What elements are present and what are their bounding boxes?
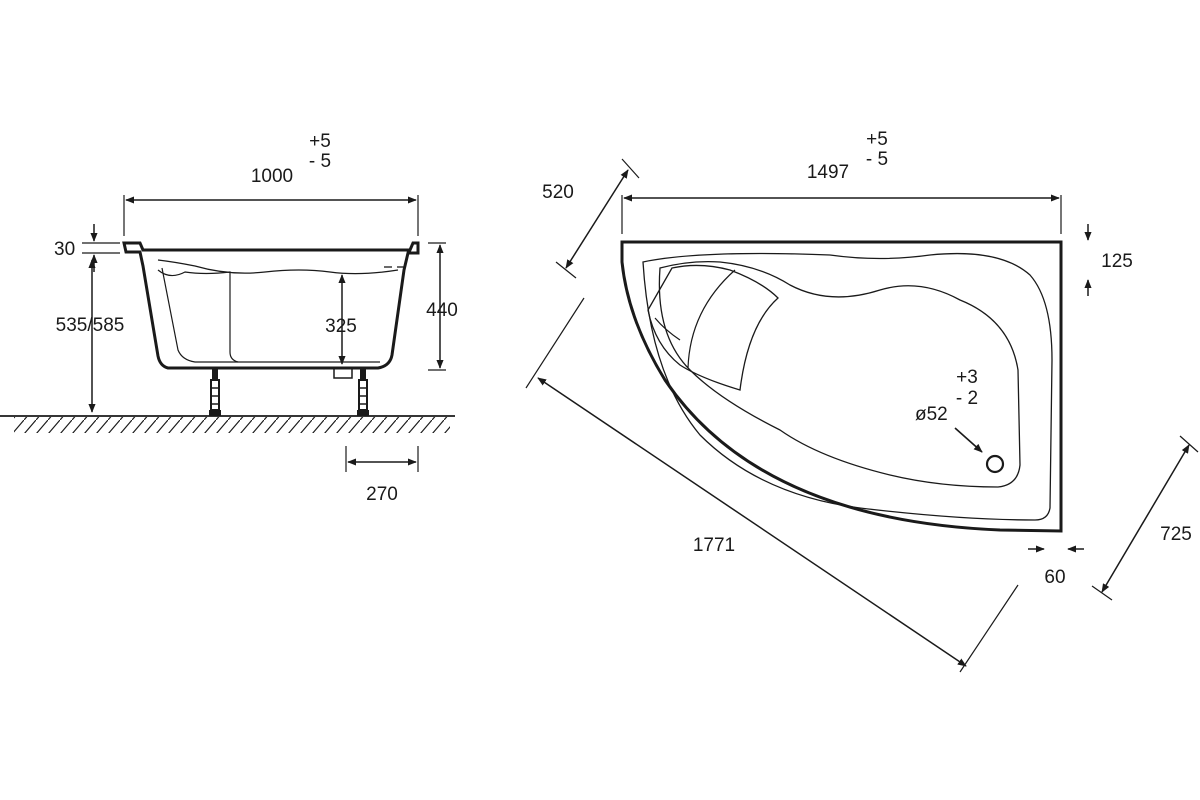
dimension-rim-125: 125: [1084, 224, 1133, 296]
short-side-520-label: 520: [542, 182, 574, 203]
plan-view: ø52 +3 - 2 1497 +5 - 5 520 125: [525, 129, 1199, 673]
diagonal-1771-label: 1771: [693, 535, 735, 556]
depth-325-label: 325: [325, 316, 357, 337]
adjustable-legs: [209, 368, 369, 416]
width-1000-tol-plus: +5: [309, 131, 331, 152]
width-1000-tol-minus: - 5: [309, 151, 331, 172]
dimension-width-1497: 1497 +5 - 5: [621, 129, 1062, 234]
rim-30-label: 30: [54, 239, 75, 260]
side-725-label: 725: [1160, 524, 1192, 545]
width-1000-label: 1000: [251, 166, 293, 187]
dimension-gap-60: 60: [1028, 545, 1084, 588]
rim-125-label: 125: [1101, 251, 1133, 272]
drain-tol-minus: - 2: [956, 388, 978, 409]
floor-hatch: [0, 415, 455, 433]
width-1497-tol-minus: - 5: [866, 149, 888, 170]
tub-backrest: [647, 264, 779, 391]
tub-inner-rim: [642, 252, 1053, 521]
drain-hole: [985, 454, 1005, 474]
leg-270-label: 270: [366, 484, 398, 505]
tub-outer-rim: [620, 240, 1063, 533]
dimension-height-535-585: 535/585: [56, 259, 125, 413]
dimension-rim-30: 30: [54, 224, 120, 272]
side-view: 1000 +5 - 5 30 535/585 440 325: [0, 131, 458, 505]
dimension-height-440: 440: [426, 242, 458, 371]
drain-diameter-label: ø52: [915, 404, 948, 425]
dimension-leg-270: 270: [345, 446, 419, 505]
drain-tol-plus: +3: [956, 367, 978, 388]
height-440-label: 440: [426, 300, 458, 321]
dimension-short-side-520: 520: [542, 158, 640, 279]
tub-side-profile: [122, 241, 420, 379]
dimension-depth-325: 325: [325, 274, 357, 365]
height-535-585-label: 535/585: [56, 315, 125, 336]
width-1497-tol-plus: +5: [866, 129, 888, 150]
dimension-width-1000: 1000 +5 - 5: [123, 131, 419, 236]
gap-60-label: 60: [1044, 567, 1065, 588]
dimension-side-725: 725: [1091, 435, 1199, 601]
dimension-diagonal-1771: 1771: [525, 297, 1019, 673]
width-1497-label: 1497: [807, 162, 849, 183]
